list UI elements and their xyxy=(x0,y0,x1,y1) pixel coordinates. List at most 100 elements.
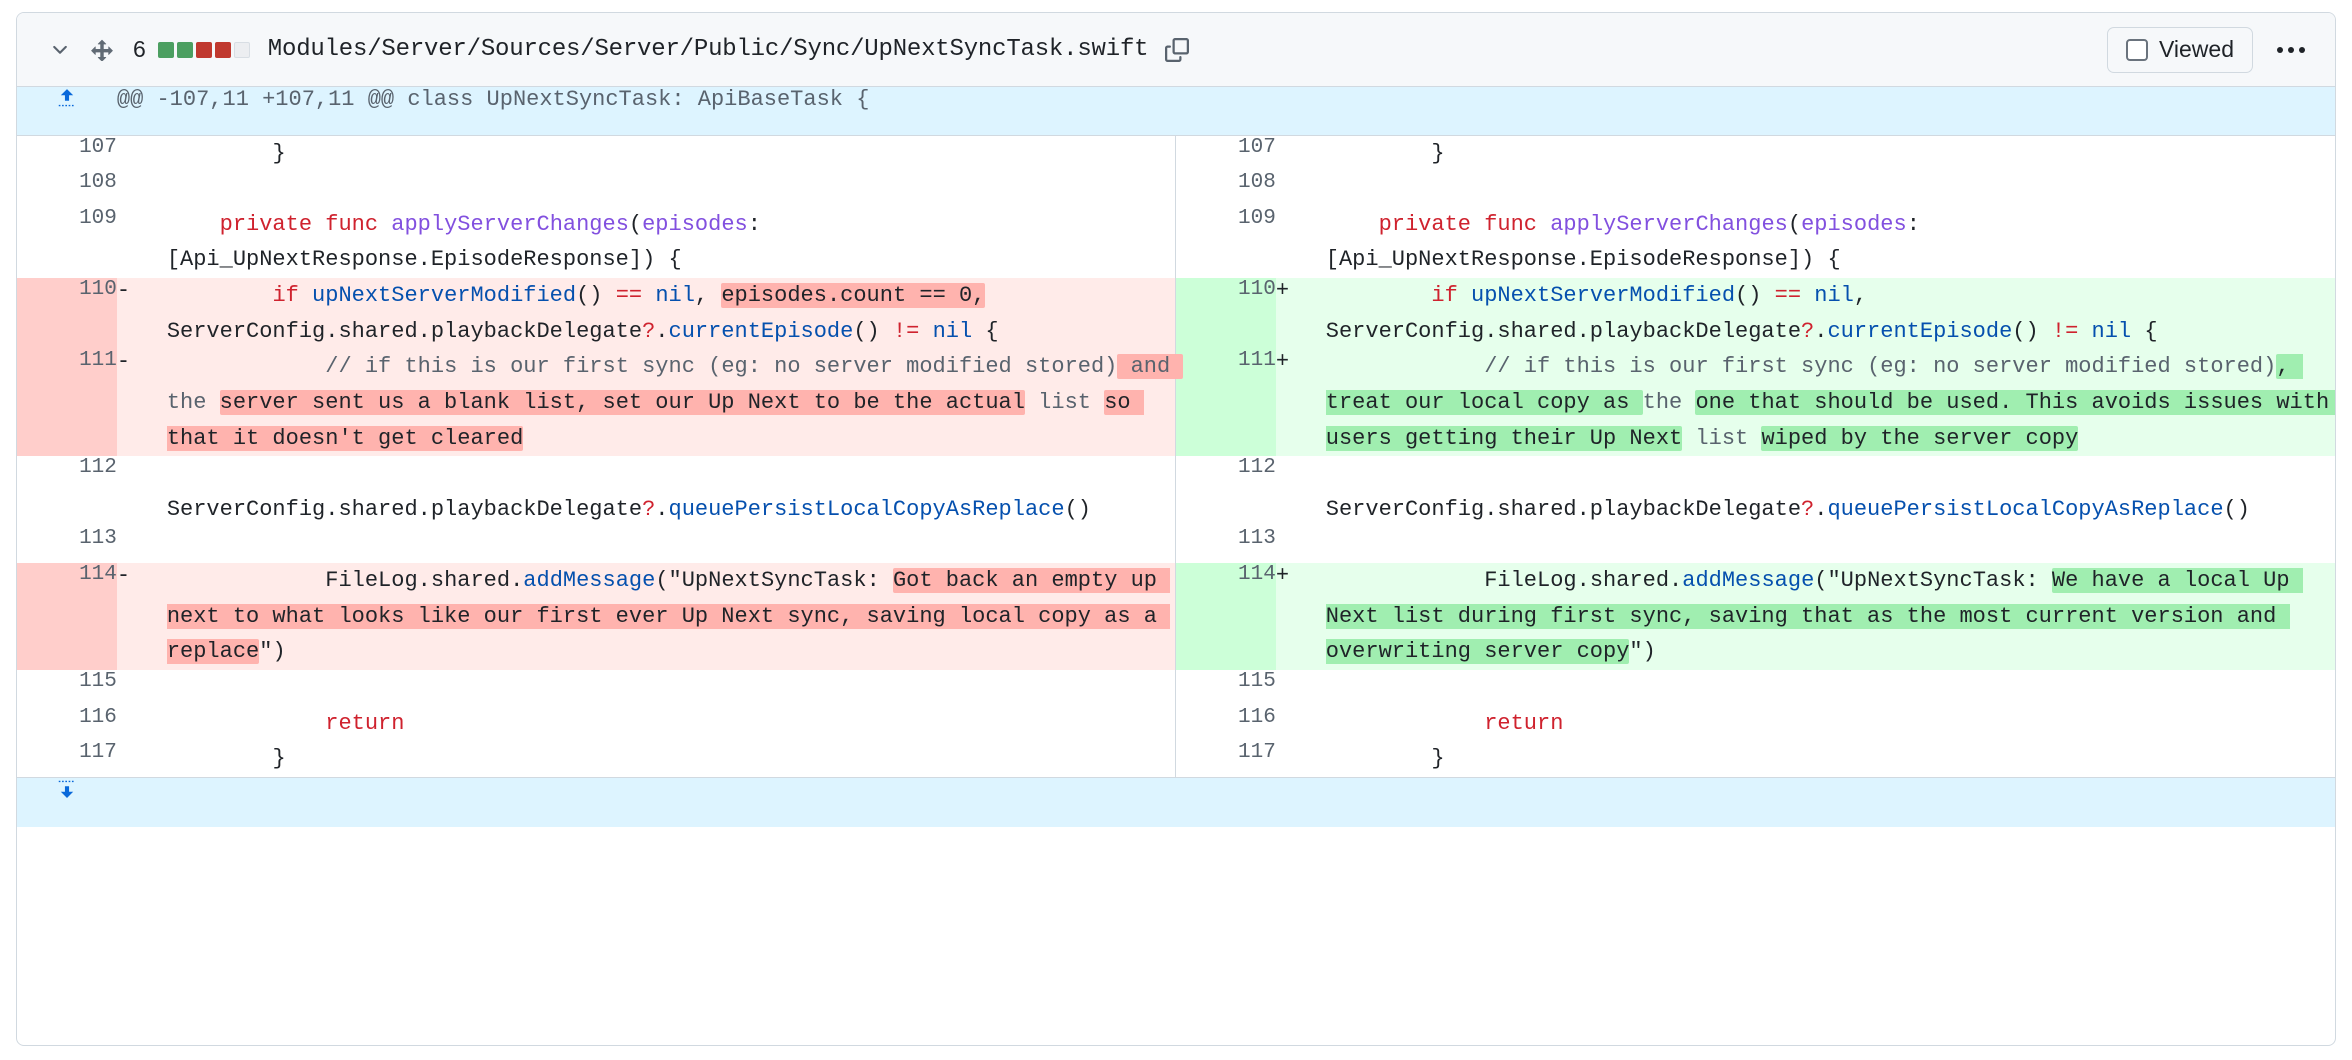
kebab-dot-2 xyxy=(2288,46,2294,53)
code-cell-left[interactable]: return xyxy=(166,705,1176,742)
line-number-right[interactable]: 112 xyxy=(1175,456,1276,528)
line-number-right[interactable]: 108 xyxy=(1175,171,1276,207)
code-cell-left[interactable]: } xyxy=(166,741,1176,778)
diff-table: @@ -107,11 +107,11 @@ class UpNextSyncTa… xyxy=(17,87,2335,828)
viewed-toggle-button[interactable]: Viewed xyxy=(2106,26,2253,73)
expand-up-button[interactable] xyxy=(17,87,117,136)
code-cell-left[interactable]: // if this is our first sync (eg: no ser… xyxy=(166,349,1184,457)
file-path[interactable]: Modules/Server/Sources/Server/Public/Syn… xyxy=(267,36,1149,63)
code-cell-right[interactable]: ServerConfig.shared.playbackDelegate?.qu… xyxy=(1325,456,2335,528)
table-row: 107 } 107 } xyxy=(17,135,2335,172)
code-cell-left[interactable]: FileLog.shared.addMessage("UpNextSyncTas… xyxy=(166,563,1176,670)
code-cell-left[interactable]: private func applyServerChanges(episodes… xyxy=(166,206,1176,278)
table-row: 109 private func applyServerChanges(epis… xyxy=(17,206,2335,278)
line-number-left[interactable]: 108 xyxy=(17,171,117,207)
table-row: 112 ServerConfig.shared.playbackDelegate… xyxy=(17,456,2335,528)
kebab-dot-3 xyxy=(2299,46,2305,53)
line-number-left[interactable]: 117 xyxy=(17,741,117,778)
copy-path-icon[interactable] xyxy=(1162,35,1192,65)
table-row: 115 115 xyxy=(17,669,2335,706)
diff-marker-right xyxy=(1275,456,1326,528)
code-cell-right[interactable]: return xyxy=(1325,705,2335,742)
diff-marker-right: + xyxy=(1275,563,1326,670)
table-row: 116 return 116 return xyxy=(17,705,2335,742)
code-cell-right[interactable] xyxy=(1325,669,2335,706)
diff-marker-left: - xyxy=(116,563,167,670)
line-number-left[interactable]: 115 xyxy=(17,669,117,706)
line-number-left[interactable]: 114 xyxy=(17,563,117,670)
diff-marker-left: - xyxy=(116,278,167,350)
line-number-right[interactable]: 117 xyxy=(1175,741,1276,778)
diff-marker-left xyxy=(116,669,167,706)
diffstat-square-add-1 xyxy=(157,41,174,58)
chevron-down-icon[interactable] xyxy=(43,33,77,67)
unfold-icon[interactable] xyxy=(85,33,119,67)
diff-marker-right xyxy=(1275,741,1326,778)
hunk-header-text: @@ -107,11 +107,11 @@ class UpNextSyncTa… xyxy=(116,87,2335,136)
diff-marker-left xyxy=(116,206,167,278)
code-cell-right[interactable]: } xyxy=(1325,741,2335,778)
diff-marker-right xyxy=(1275,527,1326,563)
line-number-right[interactable]: 110 xyxy=(1175,278,1276,350)
code-cell-right[interactable]: } xyxy=(1325,135,2335,172)
diff-marker-right xyxy=(1275,669,1326,706)
code-cell-left[interactable] xyxy=(166,171,1176,207)
hunk-footer-row xyxy=(17,776,2335,828)
diff-marker-left: - xyxy=(116,349,167,457)
code-cell-left[interactable]: if upNextServerModified() == nil, episod… xyxy=(166,278,1176,350)
diffstat-count: 6 xyxy=(133,36,146,62)
expand-down-button[interactable] xyxy=(17,776,117,828)
file-header: 6 Modules/Server/Sources/Server/Public/S… xyxy=(17,13,2335,87)
line-number-right[interactable]: 113 xyxy=(1175,527,1276,563)
line-number-right[interactable]: 109 xyxy=(1175,206,1276,278)
kebab-dot-1 xyxy=(2277,46,2283,53)
code-cell-right[interactable]: FileLog.shared.addMessage("UpNextSyncTas… xyxy=(1325,563,2335,670)
diff-marker-left xyxy=(116,705,167,742)
line-number-left[interactable]: 110 xyxy=(17,278,117,350)
diff-marker-right xyxy=(1275,206,1326,278)
code-cell-left[interactable]: ServerConfig.shared.playbackDelegate?.qu… xyxy=(166,456,1176,528)
diff-marker-right: + xyxy=(1275,278,1326,350)
viewed-label: Viewed xyxy=(2158,36,2234,62)
code-cell-right[interactable]: // if this is our first sync (eg: no ser… xyxy=(1325,349,2335,457)
line-number-right[interactable]: 107 xyxy=(1175,135,1276,172)
diff-marker-right xyxy=(1275,171,1326,207)
diffstat-square-del-1 xyxy=(195,41,212,58)
diffstat-blocks xyxy=(157,41,250,58)
diff-marker-left xyxy=(116,527,167,563)
viewed-checkbox[interactable] xyxy=(2125,38,2148,61)
diff-marker-left xyxy=(116,741,167,778)
line-number-left[interactable]: 109 xyxy=(17,206,117,278)
table-row: 111 - // if this is our first sync (eg: … xyxy=(17,349,2335,457)
code-cell-right[interactable]: private func applyServerChanges(episodes… xyxy=(1325,206,2335,278)
diffstat-square-neutral xyxy=(233,41,250,58)
diff-marker-right: + xyxy=(1275,349,1326,457)
code-cell-left[interactable] xyxy=(166,669,1176,706)
line-number-right[interactable]: 115 xyxy=(1175,669,1276,706)
line-number-left[interactable]: 107 xyxy=(17,135,117,172)
table-row: 110 - if upNextServerModified() == nil, … xyxy=(17,278,2335,350)
line-number-left[interactable]: 111 xyxy=(17,349,117,457)
hunk-footer-fill xyxy=(116,776,2335,828)
diff-marker-left xyxy=(116,135,167,172)
code-cell-right[interactable]: if upNextServerModified() == nil, Server… xyxy=(1325,278,2335,350)
line-number-left[interactable]: 113 xyxy=(17,527,117,563)
diff-marker-left xyxy=(116,456,167,528)
line-number-left[interactable]: 112 xyxy=(17,456,117,528)
code-cell-left[interactable]: } xyxy=(166,135,1176,172)
kebab-horizontal-icon[interactable] xyxy=(2269,30,2313,70)
diffstat-square-add-2 xyxy=(176,41,193,58)
code-cell-right[interactable] xyxy=(1325,171,2335,207)
code-cell-left[interactable] xyxy=(166,527,1176,563)
diff-file-container: 6 Modules/Server/Sources/Server/Public/S… xyxy=(16,12,2336,1046)
line-number-right[interactable]: 114 xyxy=(1175,563,1276,670)
table-row: 117 } 117 } xyxy=(17,741,2335,778)
line-number-right[interactable]: 111 xyxy=(1175,349,1276,457)
diff-body: @@ -107,11 +107,11 @@ class UpNextSyncTa… xyxy=(17,87,2335,1045)
line-number-left[interactable]: 116 xyxy=(17,705,117,742)
code-cell-right[interactable] xyxy=(1325,527,2335,563)
line-number-right[interactable]: 116 xyxy=(1175,705,1276,742)
hunk-header-row: @@ -107,11 +107,11 @@ class UpNextSyncTa… xyxy=(17,87,2335,136)
table-row: 113 113 xyxy=(17,527,2335,563)
table-row: 114 - FileLog.shared.addMessage("UpNextS… xyxy=(17,563,2335,670)
